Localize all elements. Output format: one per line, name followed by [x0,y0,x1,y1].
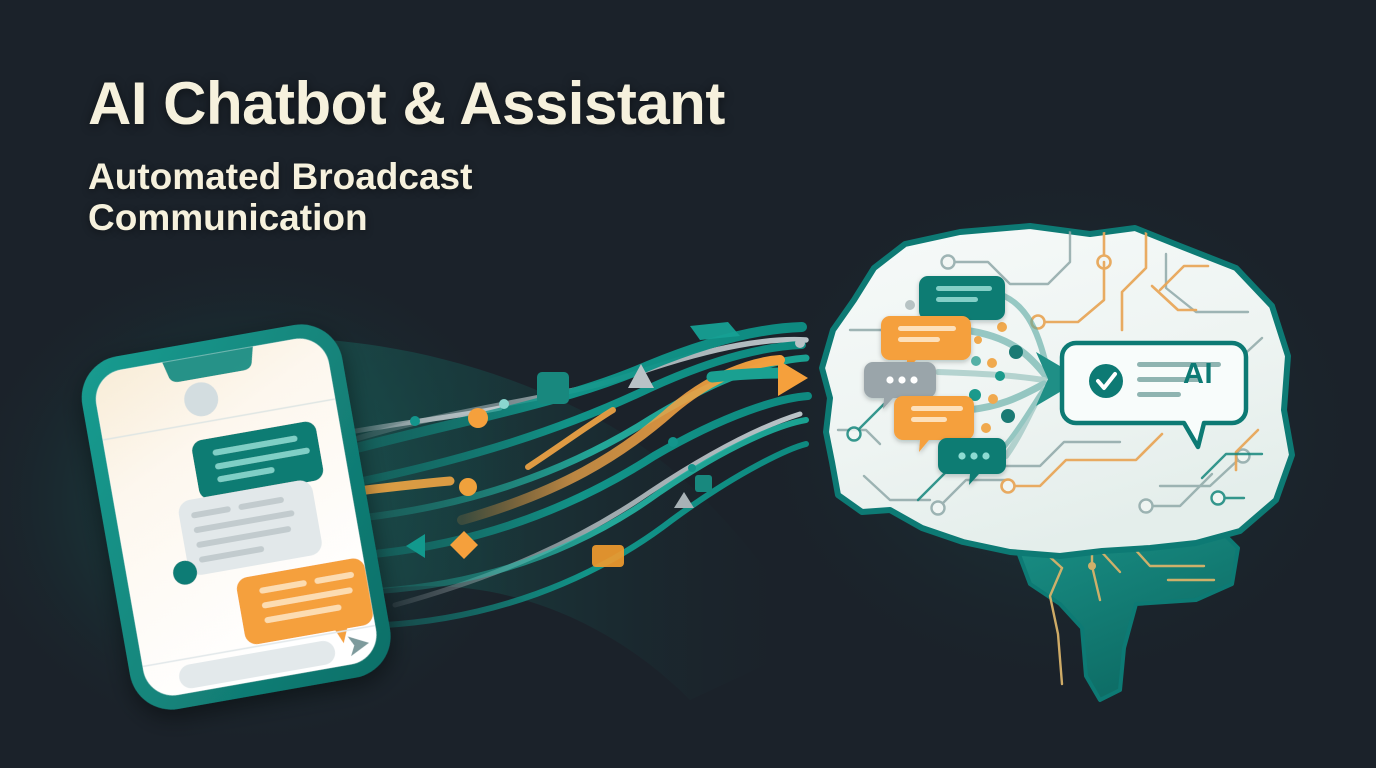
ai-bubble-line [1137,362,1221,367]
brain-circuit-traces-teal [846,400,1264,506]
ribbon-orange-short [525,407,616,470]
ribbon-teal-2 [330,341,806,491]
stream-wedge-block [690,322,740,340]
particle-square-teal [695,475,712,492]
brain-convergence-arrow [1036,352,1082,406]
chat-phone-mockup[interactable] [75,318,397,716]
particle-circle-orange [459,478,477,496]
particle-diamond-orange [450,531,478,559]
stream-arrow-head [778,360,808,396]
phone-contact-avatar [184,382,219,417]
data-flow-stream [325,322,812,629]
ribbon-orange-accent [457,355,785,525]
ai-bubble-line [1137,392,1181,397]
phone-input-divider [142,624,376,668]
message-bubble-teal[interactable] [190,420,327,514]
ribbon-teal-tip [706,367,788,383]
message-bubble-gray[interactable] [177,478,324,576]
brain-bubble-orange-1[interactable] [881,316,971,372]
ribbon-teal-4 [346,392,812,560]
message-bubble-orange[interactable] [235,557,377,660]
particle-triangle-gray [628,364,654,388]
particle-circle-teal [410,416,420,426]
particle-triangle-gray [674,492,694,508]
ribbon-orange-dash [361,476,455,495]
phone-header-divider [102,398,336,441]
stream-haze [200,337,820,700]
check-circle-icon [1089,364,1123,398]
particle-square-orange [592,545,624,567]
phone-notch [162,346,253,382]
phone-input-pill [179,640,336,689]
ribbon-teal-top [325,322,807,460]
particle-circle-gray [795,338,805,348]
ai-response-bubble[interactable] [1059,340,1249,450]
ribbon-gray-3 [341,405,503,436]
particle-circle-teal [668,437,678,447]
ribbon-teal-6 [363,441,809,629]
ribbon-teal-5 [353,417,809,595]
particle-circle-teal [688,464,696,472]
particle-circle-orange [468,408,488,428]
ai-bubble-line [1137,377,1201,382]
typing-indicator-dot [173,560,198,585]
brain-circuit-traces-orange [1000,226,1270,494]
particle-square-teal [537,372,569,404]
particle-circle-teal [499,399,509,409]
particle-triangle-teal [406,534,425,558]
send-arrow-icon [347,636,370,657]
ai-brain-illustration[interactable] [819,223,1295,702]
brain-bubble-teal-2[interactable] [938,438,1006,485]
